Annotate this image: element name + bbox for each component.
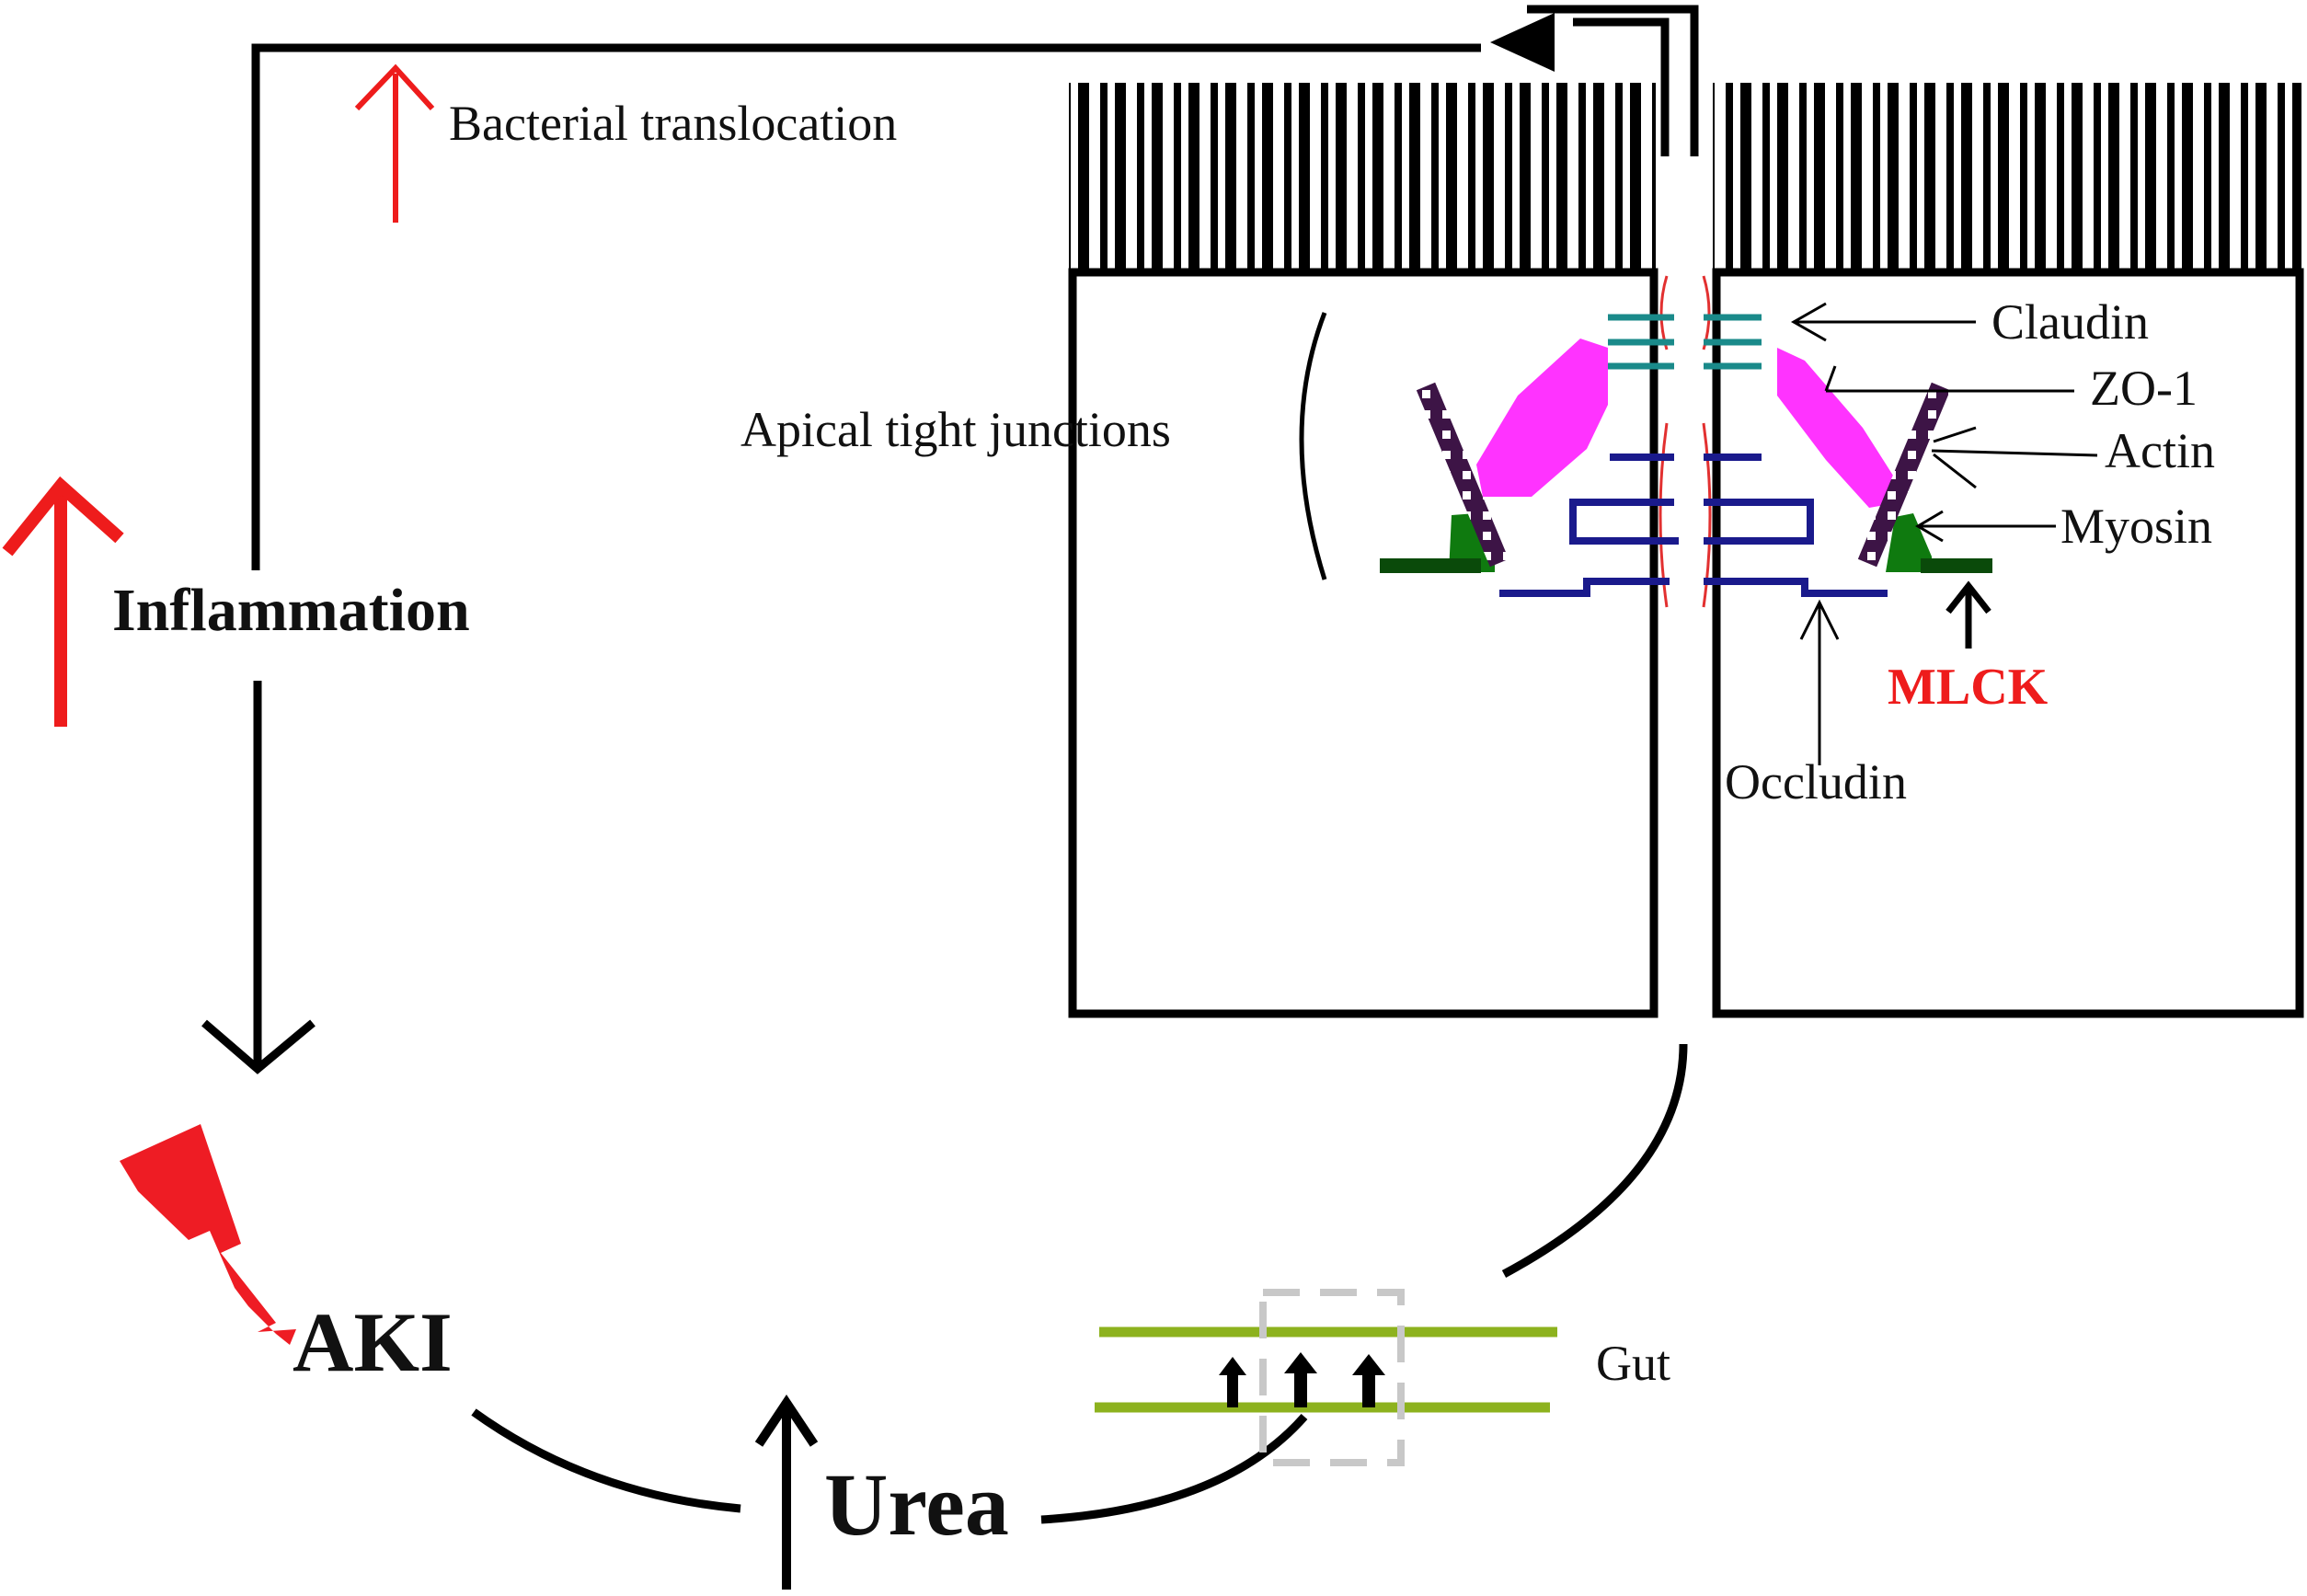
inflammation-to-aki-arrow — [201, 681, 316, 1074]
right-cell-microvilli — [1713, 81, 2301, 276]
urea-label: Urea — [824, 1455, 1009, 1554]
myosin-proteins — [1380, 513, 1992, 573]
gut-dashed-box — [1259, 1289, 1405, 1466]
aki-to-urea-curve — [471, 1408, 741, 1513]
claudin-strands — [1608, 314, 1762, 370]
left-epithelial-cell — [1068, 268, 1659, 1018]
label-pointers — [1790, 302, 2098, 765]
actin-filaments — [1416, 382, 1951, 568]
left-cell-microvilli — [1069, 81, 1656, 276]
aki-label: AKI — [293, 1295, 453, 1389]
urea-increase-arrow — [754, 1394, 819, 1590]
urea-to-gut-curve — [1040, 1414, 1308, 1524]
gut-to-cells-curve — [1501, 1043, 1688, 1278]
gut-translocation-arrows — [1219, 1352, 1385, 1407]
myosin-label: Myosin — [2060, 499, 2212, 554]
gut-label: Gut — [1596, 1336, 1670, 1391]
mlck-label: MLCK — [1888, 659, 2049, 716]
zo1-label: ZO-1 — [2090, 361, 2198, 416]
mlck-arrow — [1945, 580, 1991, 649]
occludin-proteins — [1499, 454, 1888, 597]
occludin-label: Occludin — [1725, 754, 1907, 809]
tight-junction-bracket — [1299, 312, 1327, 580]
bacterial-translocation-increase-arrow — [354, 63, 435, 223]
aki-lightning-bolt-icon — [120, 1124, 296, 1345]
paracellular-membranes — [1659, 275, 1712, 608]
right-epithelial-cell — [1712, 268, 2304, 1018]
apical-tight-junctions-label: Apical tight junctions — [740, 402, 1171, 457]
bacterial-translocation-label: Bacterial translocation — [449, 96, 897, 151]
gut-wall — [1095, 1326, 1557, 1413]
claudin-label: Claudin — [1991, 294, 2149, 350]
loop-top-arrow — [251, 5, 1699, 570]
inflammation-label: Inflammation — [112, 577, 470, 644]
actin-label: Actin — [2105, 423, 2215, 478]
zo1-proteins — [1476, 339, 1895, 508]
inflammation-increase-arrow — [2, 476, 124, 727]
